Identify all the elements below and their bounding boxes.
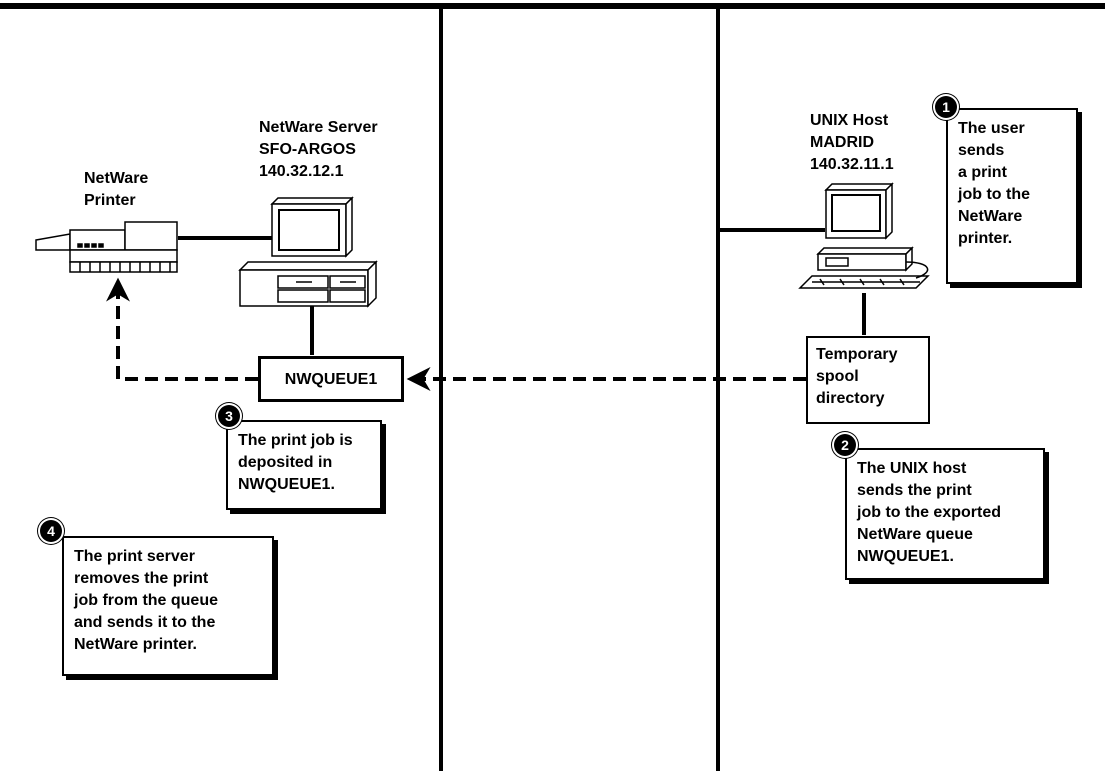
- step-1-text-line: job to the: [958, 186, 1030, 203]
- spool-label-line: directory: [816, 390, 885, 407]
- step-4-badge: 4: [40, 520, 62, 542]
- step-4-callout: The print server removes the print job f…: [62, 536, 274, 676]
- queue-label: NWQUEUE1: [284, 371, 378, 388]
- netware-server-name: NetWare Server: [259, 119, 378, 136]
- step-2-callout: The UNIX host sends the print job to the…: [845, 448, 1045, 580]
- step-1-badge: 1: [935, 96, 957, 118]
- step-1-text-line: a print: [958, 164, 1007, 181]
- dashed-flow-queue-to-printer: [106, 277, 258, 381]
- printer-icon: [35, 221, 178, 273]
- step-2-text-line: The UNIX host: [857, 460, 967, 477]
- step-4-text-line: job from the queue: [74, 592, 218, 609]
- unix-host-ip: 140.32.11.1: [810, 156, 894, 173]
- step-4-text-line: The print server: [74, 548, 195, 565]
- step-4-text-line: removes the print: [74, 570, 209, 587]
- unix-host-hostname: MADRID: [810, 134, 874, 151]
- nwqueue1-box: NWQUEUE1: [258, 356, 404, 402]
- netware-server-label: NetWare Server SFO-ARGOS 140.32.12.1: [259, 117, 378, 183]
- step-3-callout: The print job is deposited in NWQUEUE1.: [226, 420, 382, 510]
- step-1-text-line: sends: [958, 142, 1005, 159]
- step-3-badge: 3: [218, 405, 240, 427]
- spool-label-line: Temporary: [816, 346, 898, 363]
- step-2-text-line: sends the print: [857, 482, 972, 499]
- step-2-badge: 2: [834, 434, 856, 456]
- step-1-text-line: NetWare: [958, 208, 1023, 225]
- unix-host-label: UNIX Host MADRID 140.32.11.1: [810, 110, 894, 176]
- spool-label-line: spool: [816, 368, 859, 385]
- spool-directory-box: Temporary spool directory: [806, 336, 930, 424]
- netware-printer-label-line: Printer: [84, 192, 136, 209]
- unix-host-icon: [798, 182, 930, 289]
- netware-printer-label-line: NetWare: [84, 170, 149, 187]
- step-3-text-line: NWQUEUE1.: [238, 476, 335, 493]
- step-4-text-line: NetWare printer.: [74, 636, 197, 653]
- netware-printer-label: NetWare Printer: [84, 168, 148, 212]
- step-3-text-line: The print job is: [238, 432, 353, 449]
- step-1-text-line: printer.: [958, 230, 1013, 247]
- step-1-text-line: The user: [958, 120, 1025, 137]
- step-3-text-line: deposited in: [238, 454, 333, 471]
- step-2-text-line: job to the exported: [857, 504, 1001, 521]
- unix-host-name: UNIX Host: [810, 112, 889, 129]
- step-2-text-line: NWQUEUE1.: [857, 548, 954, 565]
- step-4-text-line: and sends it to the: [74, 614, 216, 631]
- step-1-callout: The user sends a print job to the NetWar…: [946, 108, 1078, 284]
- netware-server-hostname: SFO-ARGOS: [259, 141, 356, 158]
- step-2-text-line: NetWare queue: [857, 526, 973, 543]
- netware-server-icon: [238, 196, 378, 308]
- netware-server-ip: 140.32.12.1: [259, 163, 344, 180]
